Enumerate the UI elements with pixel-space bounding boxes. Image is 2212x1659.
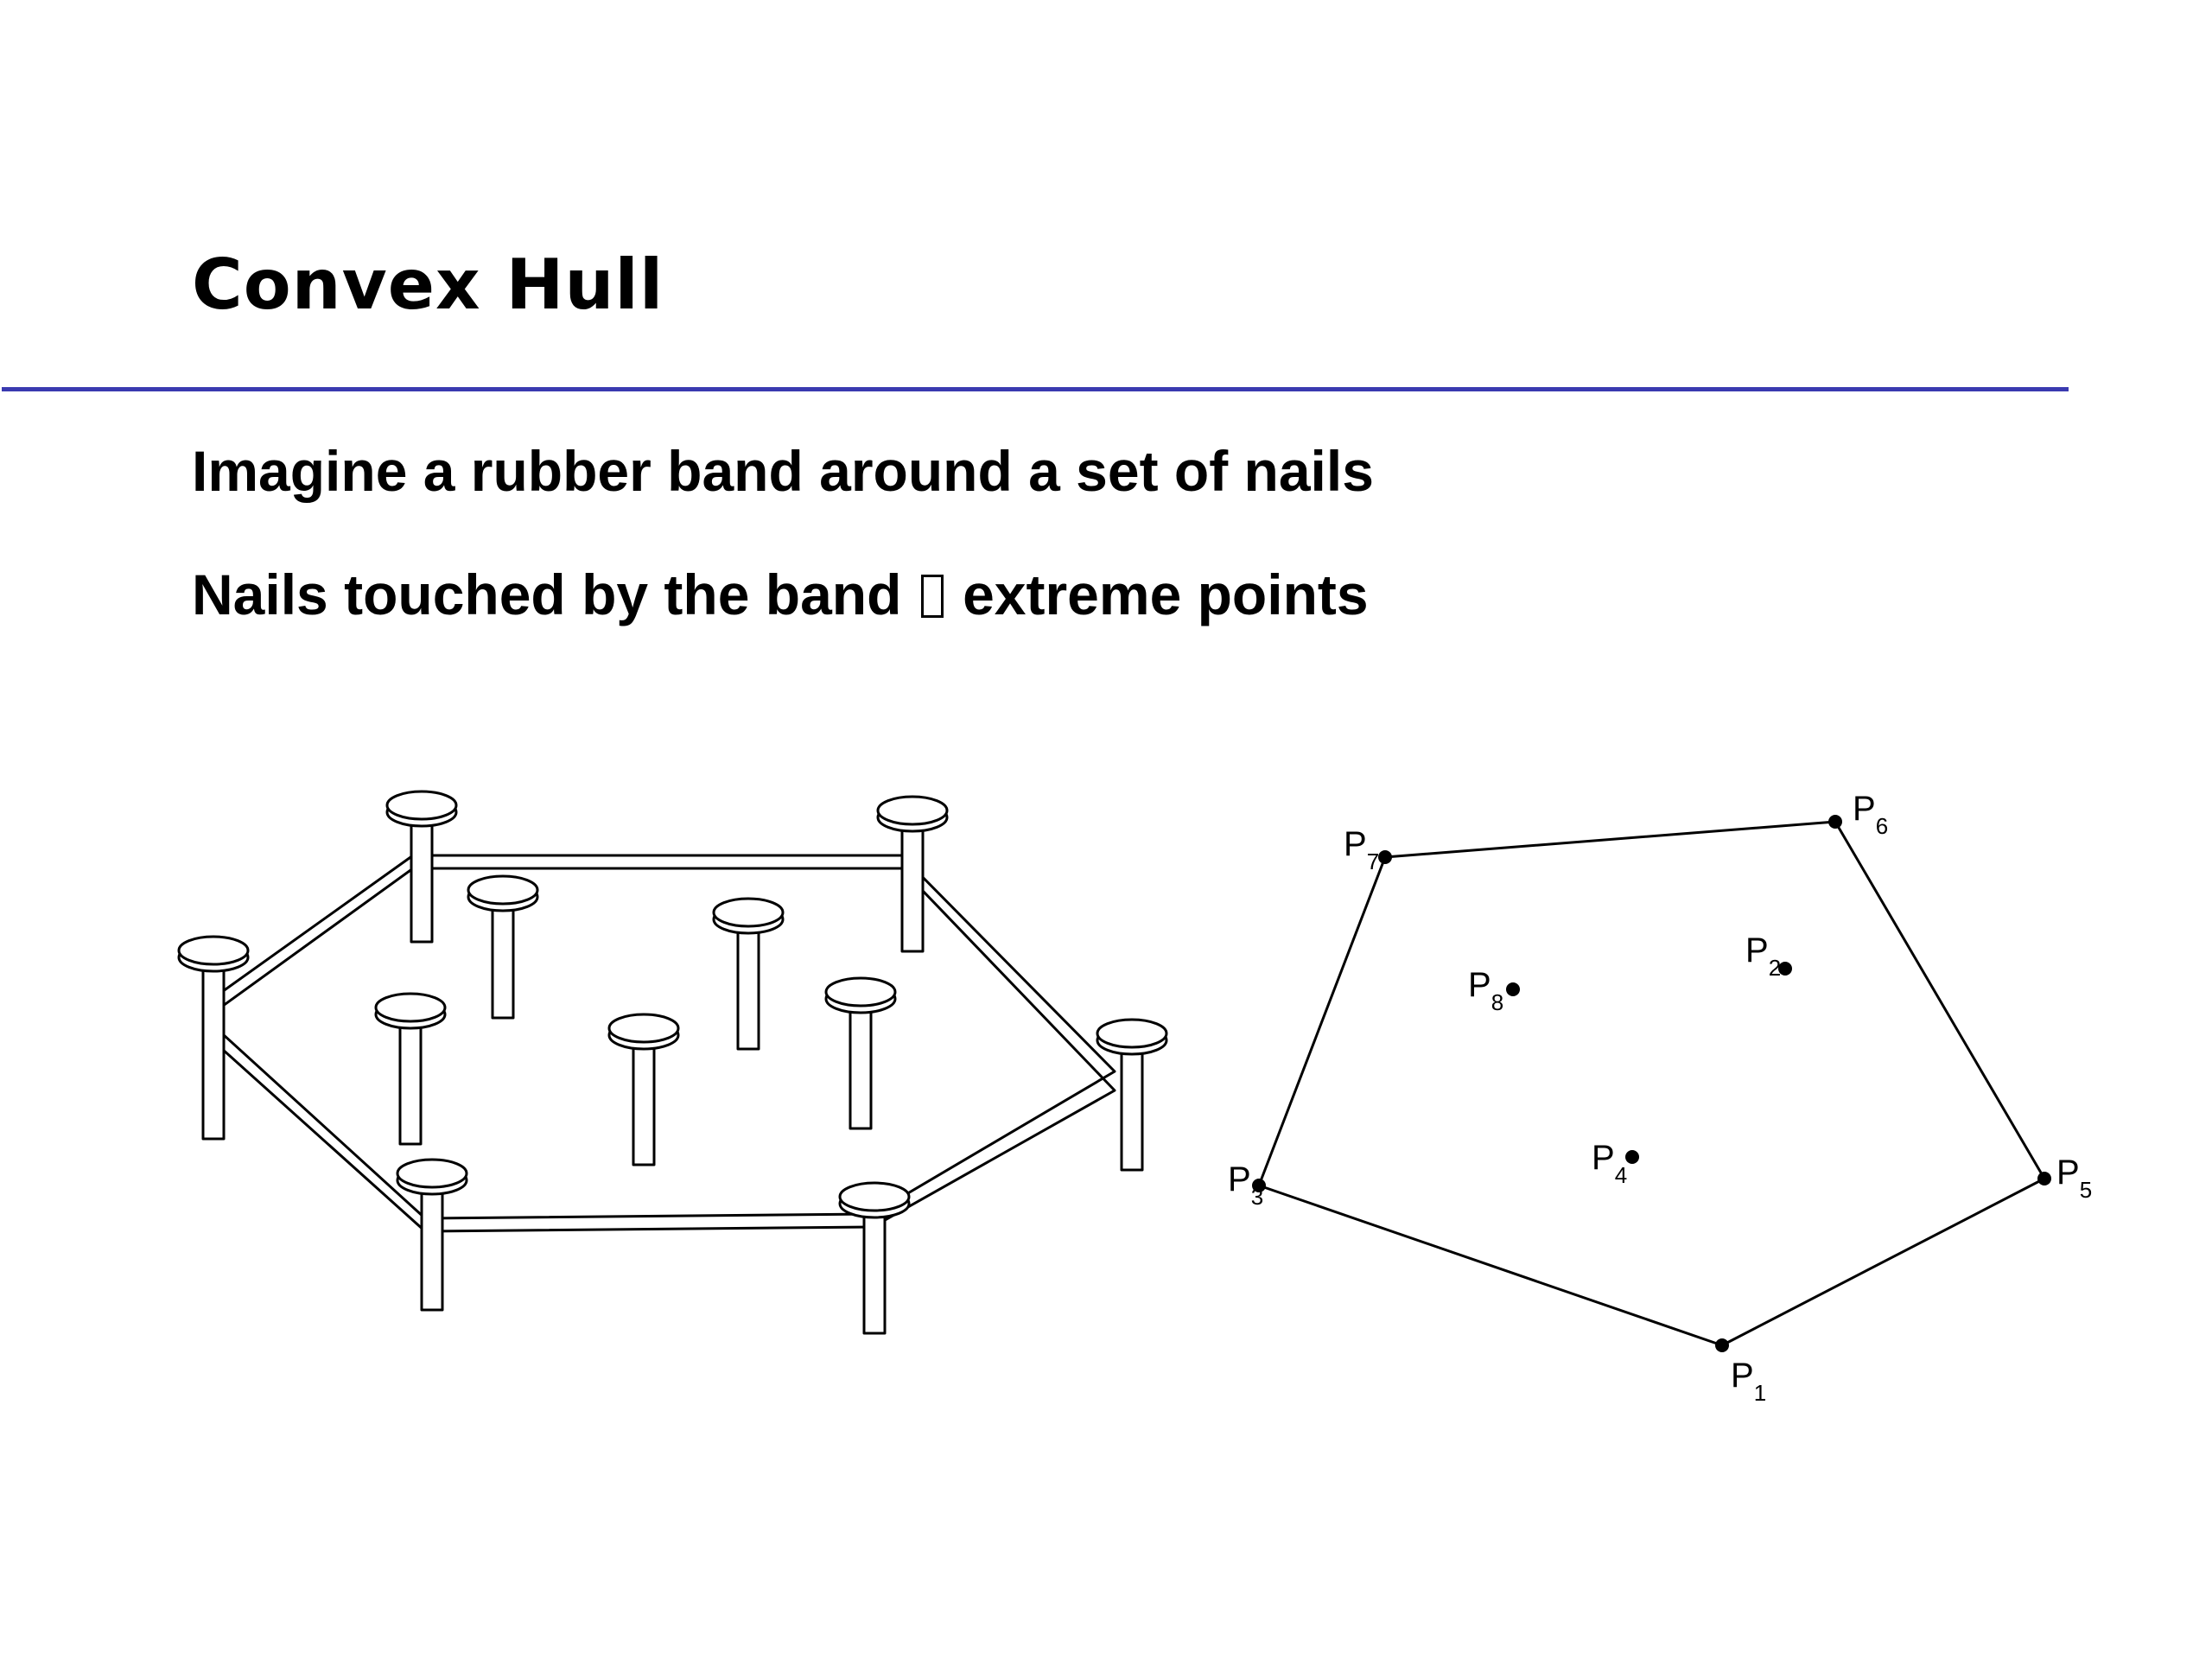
nail-head	[376, 994, 445, 1021]
point-label: P7	[1344, 825, 1379, 874]
point-label: P8	[1468, 966, 1503, 1015]
hull-polygon	[1259, 822, 2044, 1345]
point-p7: P7	[1344, 825, 1392, 874]
nail-shaft	[633, 1035, 654, 1165]
nail-head	[1097, 1020, 1166, 1047]
nail-head	[397, 1160, 467, 1187]
nail-head	[179, 937, 248, 964]
point-label: P6	[1853, 790, 1888, 839]
nail-shaft	[738, 919, 759, 1049]
point-dot	[1378, 850, 1392, 864]
point-p8: P8	[1468, 966, 1520, 1015]
interior-nail	[714, 899, 783, 1049]
point-dot	[1506, 982, 1520, 996]
nail-head	[840, 1183, 909, 1211]
nail-shaft	[864, 1204, 885, 1333]
nail-shaft	[400, 1014, 421, 1144]
nail-shaft	[203, 957, 224, 1139]
nail-head	[609, 1014, 678, 1042]
point-label: P4	[1592, 1139, 1627, 1188]
point-dot	[1828, 815, 1842, 829]
interior-nail	[376, 994, 445, 1144]
point-dot	[1625, 1150, 1639, 1164]
point-p4: P4	[1592, 1139, 1639, 1188]
nail-shaft	[850, 999, 871, 1128]
hull-nail	[878, 797, 947, 951]
point-p1: P1	[1715, 1338, 1766, 1406]
point-p5: P5	[2037, 1154, 2092, 1203]
nail-head	[878, 797, 947, 824]
nail-shaft	[902, 817, 923, 951]
interior-nail	[609, 1014, 678, 1165]
point-dot	[1715, 1338, 1729, 1352]
nail-shaft	[411, 812, 432, 942]
nail-shaft	[1122, 1040, 1142, 1170]
nail-head	[826, 978, 895, 1006]
hull-nail	[397, 1160, 467, 1310]
nail-head	[387, 791, 456, 819]
point-dot	[2037, 1172, 2051, 1185]
point-label: P1	[1731, 1357, 1766, 1406]
nails-illustration	[179, 791, 1166, 1333]
point-p6: P6	[1828, 790, 1888, 839]
point-p3: P3	[1228, 1160, 1266, 1210]
hull-nail	[179, 937, 248, 1139]
nail-head	[468, 876, 537, 904]
nail-shaft	[493, 897, 513, 1018]
interior-nail	[468, 876, 537, 1018]
hull-nail	[840, 1183, 909, 1333]
nail-head	[714, 899, 783, 926]
nail-shaft	[422, 1180, 442, 1310]
point-label: P2	[1745, 931, 1781, 981]
point-label: P3	[1228, 1160, 1263, 1210]
interior-nail	[826, 978, 895, 1128]
point-p2: P2	[1745, 931, 1792, 981]
point-label: P5	[2056, 1154, 2092, 1203]
